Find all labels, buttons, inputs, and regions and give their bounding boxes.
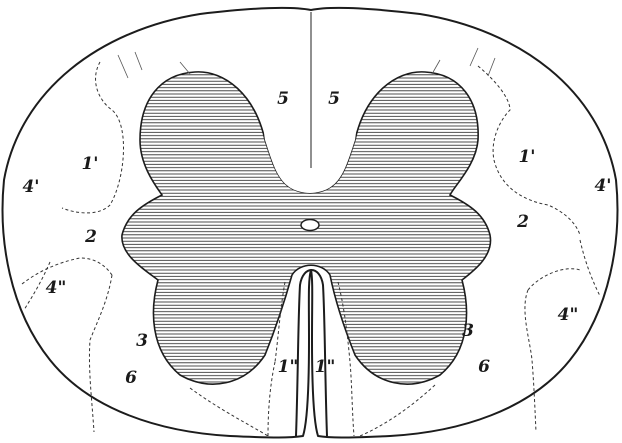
label-3-left: 3 — [136, 331, 148, 351]
label-1pp-right: 1" — [315, 357, 336, 377]
label-4pp-right: 4" — [558, 305, 579, 325]
label-5-right: 5 — [328, 89, 340, 109]
label-1pp-left: 1" — [278, 357, 299, 377]
label-1p-right: 1' — [518, 147, 535, 167]
label-1p-left: 1' — [81, 154, 98, 174]
label-6-right: 6 — [478, 357, 490, 377]
label-4p-right: 4' — [594, 176, 611, 196]
label-6-left: 6 — [125, 368, 137, 388]
label-4pp-left: 4" — [46, 278, 67, 298]
label-4p-left: 4' — [22, 177, 39, 197]
label-5-left: 5 — [277, 89, 289, 109]
label-2-left: 2 — [84, 227, 97, 247]
label-2-right: 2 — [516, 212, 529, 232]
label-3-right: 3 — [462, 321, 474, 341]
central-canal — [301, 220, 319, 231]
